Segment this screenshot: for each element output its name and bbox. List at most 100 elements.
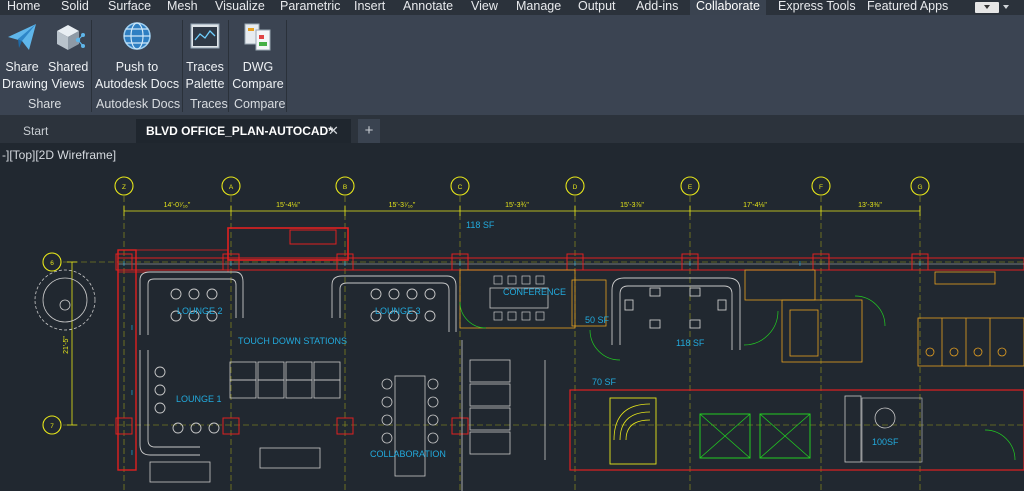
menu-tab-collaborate[interactable]: Collaborate xyxy=(690,0,766,15)
door-swing xyxy=(854,295,886,327)
lounge-furniture xyxy=(139,271,457,456)
push-docs-label-2: Autodesk Docs xyxy=(95,77,180,91)
grid-bubbles xyxy=(42,176,930,435)
small-rooms xyxy=(571,269,863,363)
panel-separator xyxy=(286,20,287,112)
tree-symbol xyxy=(34,269,96,331)
svg-text:I: I xyxy=(689,261,691,268)
building-core xyxy=(569,389,1024,471)
room-label: LOUNGE 1 xyxy=(176,394,222,404)
door-swing xyxy=(589,329,621,361)
room-label: COLLABORATION xyxy=(370,449,446,459)
dimension-text: 21'-5" xyxy=(63,336,70,354)
shared-views-label-2: Views xyxy=(51,77,85,91)
menu-tab-home[interactable]: Home xyxy=(7,0,41,13)
plus-icon: + xyxy=(364,122,374,139)
conference-room xyxy=(459,269,576,329)
restroom-stalls xyxy=(917,271,1024,367)
push-docs-label-1: Push to xyxy=(115,60,159,74)
room-label: 100SF xyxy=(872,437,899,447)
ribbon-options-caret-icon[interactable] xyxy=(1003,5,1009,9)
close-icon[interactable]: ✕ xyxy=(328,123,339,138)
paper-plane-icon xyxy=(8,24,36,50)
grid-label: E xyxy=(688,184,693,191)
dwg-compare-button[interactable]: DWG Compare xyxy=(232,20,284,93)
menu-tab-add-ins[interactable]: Add-ins xyxy=(636,0,679,13)
dimension-text: 15'-3⁷⁄₁₆" xyxy=(389,202,416,209)
meeting-booth xyxy=(611,277,741,350)
menu-tab-view[interactable]: View xyxy=(471,0,498,13)
share-drawing-button[interactable]: Share Drawing xyxy=(2,20,48,93)
tab-drawing-label: BLVD OFFICE_PLAN-AUTOCAD* xyxy=(146,124,333,138)
panel-separator xyxy=(228,20,229,112)
menu-bar: Home Solid Surface Mesh Visualize Parame… xyxy=(0,0,1024,15)
panel-separator xyxy=(182,20,183,112)
room-label: 118 SF xyxy=(676,338,705,348)
dimension-text: 15'-4⅛" xyxy=(276,202,300,209)
menu-tab-annotate[interactable]: Annotate xyxy=(403,0,454,13)
menu-tab-parametric[interactable]: Parametric xyxy=(280,0,341,13)
floor-plan-drawing: Z A B C D E F G 6 7 14'-0⁷⁄₁₆" 15'-4⅛" 1… xyxy=(34,176,1024,491)
dimension-text: 15'-3⅞" xyxy=(620,202,644,209)
svg-text:I: I xyxy=(123,261,125,268)
panel-title-autodesk-docs: Autodesk Docs xyxy=(96,97,181,111)
panel-separator xyxy=(91,20,92,112)
grid-lines xyxy=(63,196,1024,491)
grid-label: Z xyxy=(122,184,126,191)
svg-text:I: I xyxy=(230,261,232,268)
menu-tab-solid[interactable]: Solid xyxy=(61,0,89,13)
ribbon-display-dropdown[interactable] xyxy=(975,2,999,13)
document-tab-bar: Start BLVD OFFICE_PLAN-AUTOCAD* ✕ + xyxy=(0,115,1024,143)
menu-tab-featured-apps[interactable]: Featured Apps xyxy=(867,0,949,13)
traces-palette-label-2: Palette xyxy=(185,77,225,91)
traces-palette-button[interactable]: Traces Palette xyxy=(185,20,225,93)
menu-tab-surface[interactable]: Surface xyxy=(108,0,152,13)
shared-views-button[interactable]: Shared Views xyxy=(48,20,88,93)
share-drawing-label-2: Drawing xyxy=(2,77,48,91)
tab-active-drawing[interactable]: BLVD OFFICE_PLAN-AUTOCAD* ✕ xyxy=(136,119,351,143)
grid-label: A xyxy=(229,184,234,191)
room-labels: 118 SF LOUNGE 2 LOUNGE 3 CONFERENCE 50 S… xyxy=(176,220,899,459)
chevron-down-icon xyxy=(984,5,990,9)
menu-tab-visualize[interactable]: Visualize xyxy=(215,0,265,13)
room-label: 50 SF xyxy=(585,315,610,325)
dwg-compare-label-1: DWG xyxy=(242,60,274,74)
drawing-viewport[interactable]: -][Top][2D Wireframe] xyxy=(0,143,1024,491)
lower-partitions xyxy=(149,340,546,491)
shared-views-label-1: Shared xyxy=(48,60,89,74)
svg-text:I: I xyxy=(574,261,576,268)
tab-start[interactable]: Start xyxy=(0,119,132,143)
dimension-text: 13'-3⅜" xyxy=(858,202,882,209)
new-tab-button[interactable]: + xyxy=(358,119,380,143)
grid-label: B xyxy=(343,184,347,191)
share-drawing-label-1: Share xyxy=(5,60,39,74)
svg-text:I: I xyxy=(799,261,801,268)
svg-text:I: I xyxy=(459,261,461,268)
traces-palette-label-1: Traces xyxy=(186,60,224,74)
menu-tab-insert[interactable]: Insert xyxy=(354,0,386,13)
panel-title-compare: Compare xyxy=(234,97,286,111)
ribbon-panel: Share Drawing Shared Views Share Push to… xyxy=(0,15,1024,115)
svg-text:I: I xyxy=(131,325,133,332)
menu-tab-mesh[interactable]: Mesh xyxy=(167,0,198,13)
room-label: TOUCH DOWN STATIONS xyxy=(238,336,347,346)
exterior-wall xyxy=(117,227,1024,471)
menu-tab-output[interactable]: Output xyxy=(578,0,616,13)
room-label: CONFERENCE xyxy=(503,287,566,297)
room-label: LOUNGE 3 xyxy=(375,306,421,316)
push-to-autodesk-docs-button[interactable]: Push to Autodesk Docs xyxy=(95,20,179,93)
menu-tab-manage[interactable]: Manage xyxy=(516,0,562,13)
workstation-desks xyxy=(229,361,439,477)
dimension-text: 15'-3¾" xyxy=(505,202,529,209)
menu-tab-express-tools[interactable]: Express Tools xyxy=(778,0,856,13)
grid-label: 7 xyxy=(50,423,54,430)
room-label: 118 SF xyxy=(466,220,495,230)
room-label: LOUNGE 2 xyxy=(177,306,223,316)
globe-upload-icon xyxy=(123,22,151,50)
dwg-compare-icon xyxy=(244,23,271,51)
grid-label: 6 xyxy=(50,260,54,267)
svg-text:I: I xyxy=(131,390,133,397)
viewport-controls-label[interactable]: -][Top][2D Wireframe] xyxy=(2,148,117,162)
grid-bubble-labels: Z A B C D E F G 6 7 xyxy=(50,184,922,430)
dimension-text: 17'-4⅛" xyxy=(743,202,767,209)
